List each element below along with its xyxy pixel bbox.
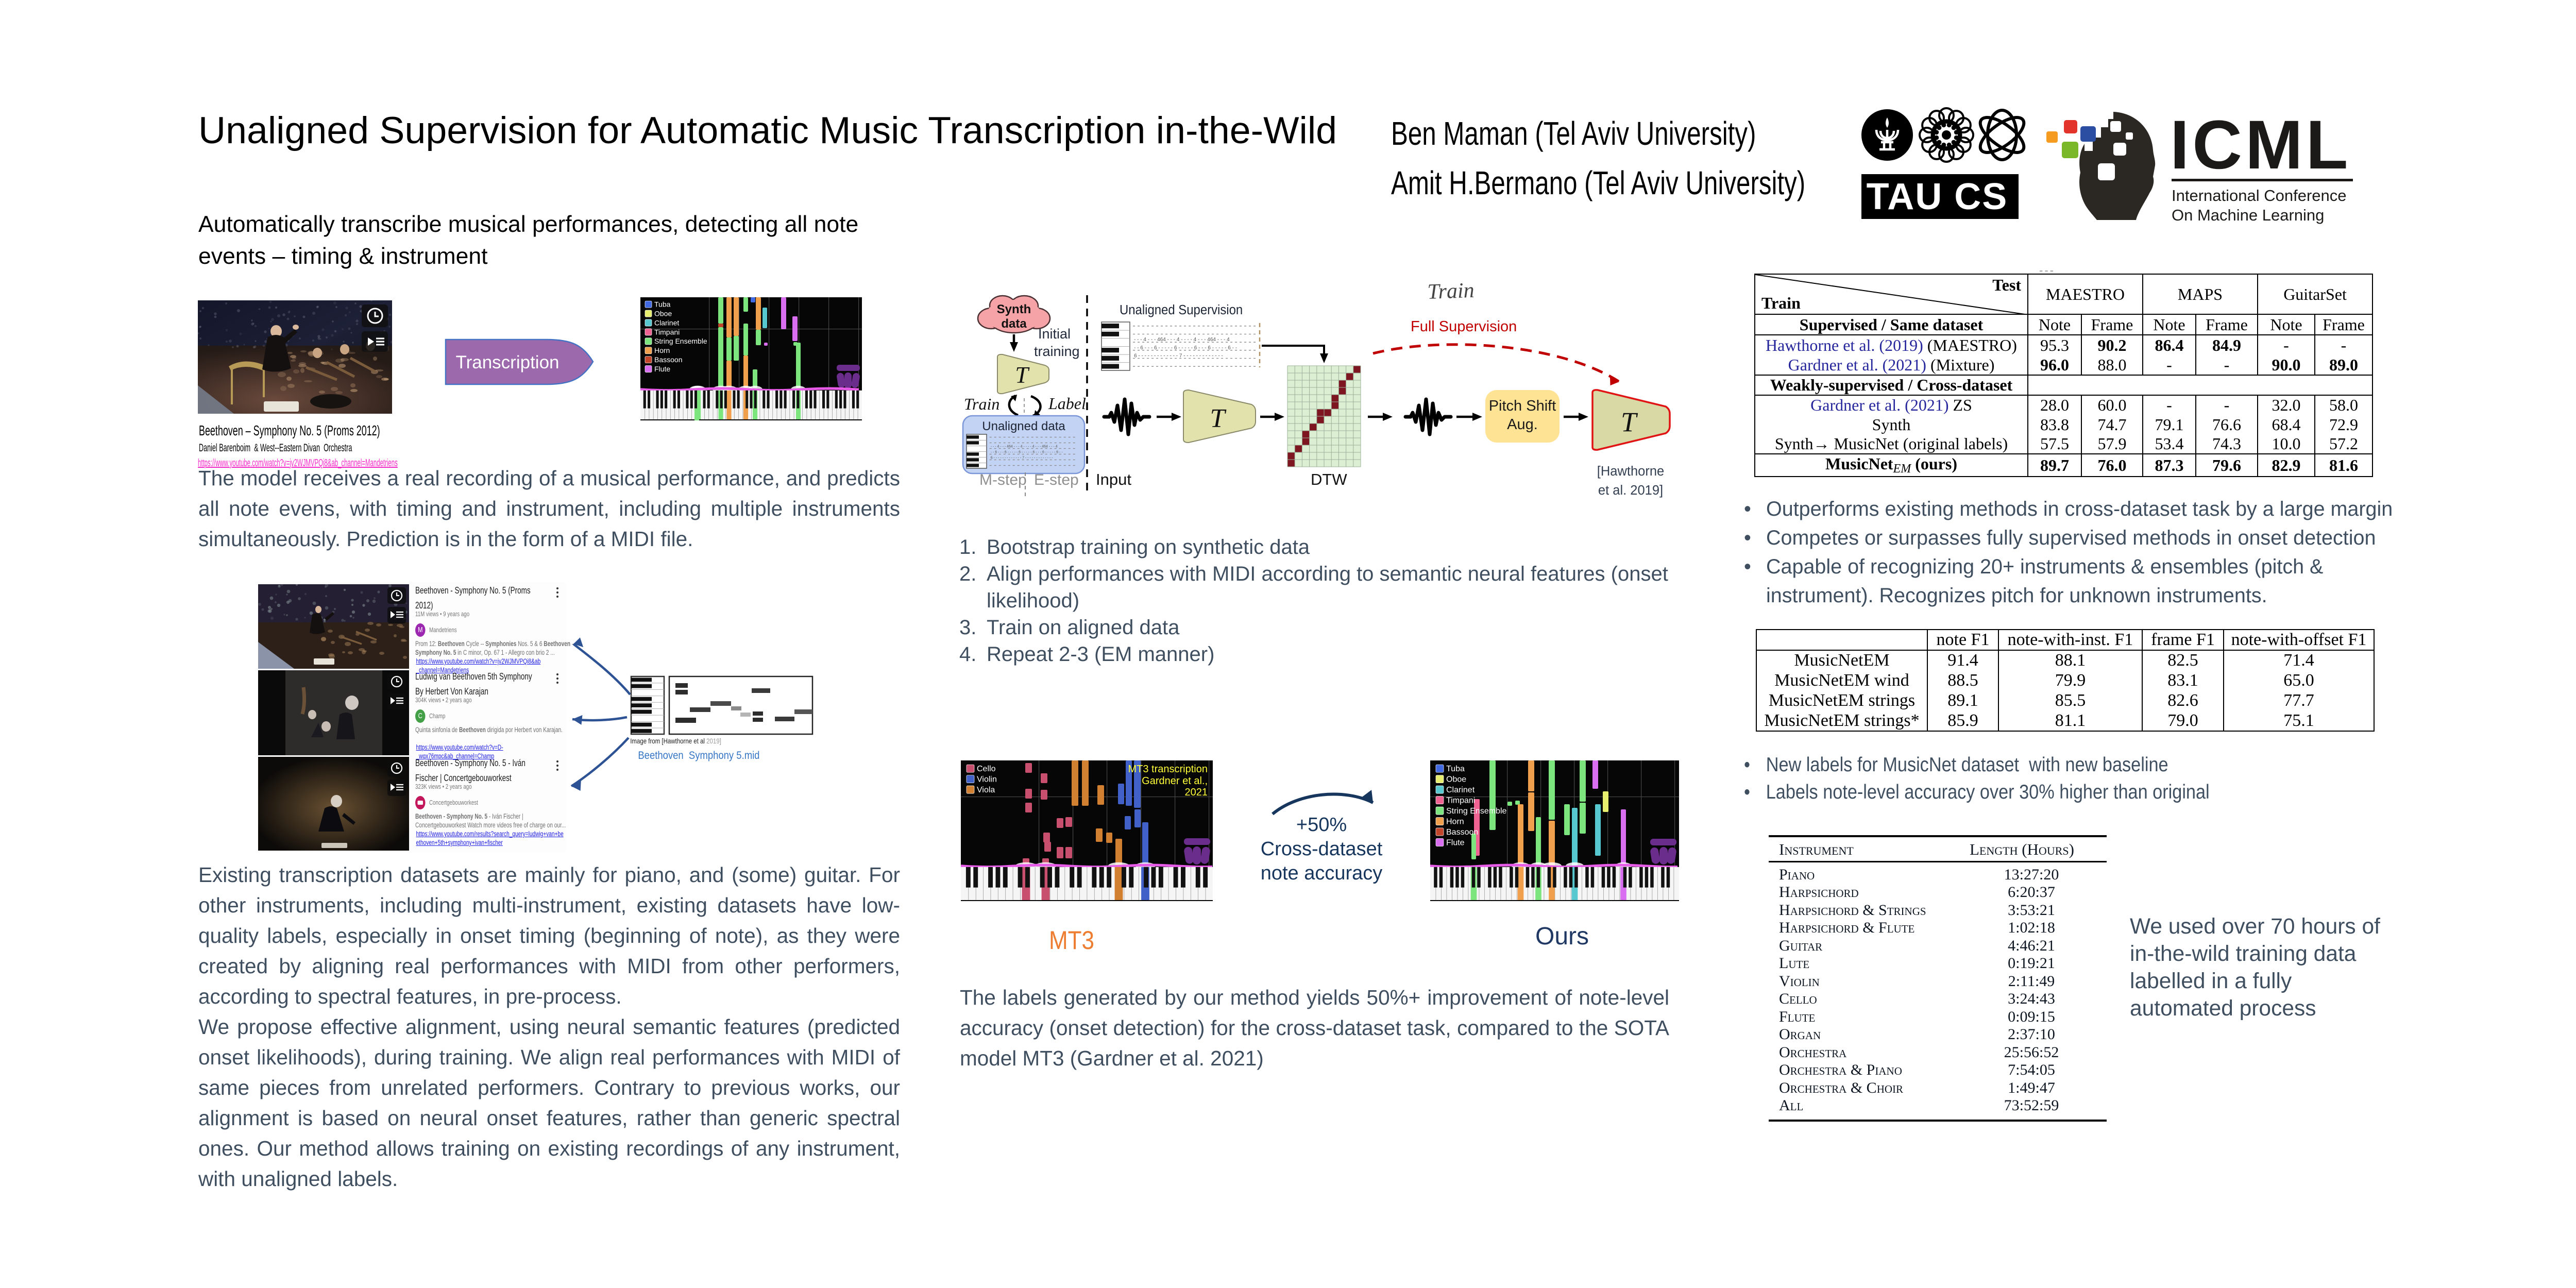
svg-text:Flute: Flute — [654, 365, 670, 373]
svg-text:Unaligned Supervision: Unaligned Supervision — [1120, 302, 1243, 317]
svg-text:et al. 2019]: et al. 2019] — [1598, 483, 1663, 498]
svg-text:Train: Train — [1427, 281, 1475, 304]
svg-text:Timpani: Timpani — [654, 328, 680, 336]
svg-text:Pitch Shift: Pitch Shift — [1489, 398, 1556, 414]
svg-text:Train: Train — [964, 395, 999, 413]
svg-text:ICML: ICML — [2170, 107, 2351, 183]
svg-text:T: T — [1621, 406, 1638, 437]
svg-text:2021: 2021 — [1185, 787, 1208, 798]
svg-text:Horn: Horn — [1446, 818, 1464, 826]
svg-text:Bassoon: Bassoon — [654, 355, 682, 364]
svg-text:training: training — [1034, 344, 1080, 359]
svg-text:Clarinet: Clarinet — [654, 318, 679, 327]
svg-text:- - 6 - - - 6 - - - - - 6 - -: - - 6 - - - 6 - - - - - 6 - - - - - 6 - … — [991, 451, 1063, 454]
svg-text:Synth: Synth — [997, 302, 1031, 316]
svg-text:E-step: E-step — [1034, 471, 1079, 488]
svg-text:Transcription: Transcription — [456, 352, 560, 372]
svg-text:Input: Input — [1096, 470, 1131, 488]
svg-text:Violin: Violin — [977, 775, 997, 784]
svg-text:Gardner et al.,: Gardner et al., — [1142, 775, 1208, 787]
svg-text:DTW: DTW — [1311, 470, 1347, 488]
svg-text:Horn: Horn — [654, 346, 670, 354]
svg-text:Full Supervision: Full Supervision — [1411, 318, 1517, 335]
svg-text:Oboe: Oboe — [1446, 775, 1466, 784]
svg-text:Aug.: Aug. — [1507, 416, 1538, 433]
svg-text:data: data — [1001, 317, 1027, 331]
svg-text:T: T — [1015, 362, 1030, 388]
svg-text:6 - - - - - - - - - - - - - 7: 6 - - - - - - - - - - - - - 7 - - - - - … — [991, 456, 1054, 460]
svg-text:Tuba: Tuba — [654, 300, 671, 309]
svg-text:6 - - - - - - - - - - - - - 7: 6 - - - - - - - - - - - - - 7 - - - - - … — [1134, 353, 1223, 359]
svg-text:Viola: Viola — [977, 786, 995, 794]
svg-text:String Ensemble: String Ensemble — [1446, 807, 1506, 816]
svg-text:Image from [Hawthorne et al 20: Image from [Hawthorne et al 2019] — [630, 737, 721, 745]
svg-text:Beethoven Symphony 5.mid: Beethoven Symphony 5.mid — [638, 750, 759, 761]
svg-text:MT3 transcription: MT3 transcription — [1128, 764, 1208, 775]
svg-text:- - - 4 - - - 464 - - - 4 - -: - - - 4 - - - 464 - - - 4 - - - - 4 - - … — [1134, 337, 1230, 343]
svg-text:Bassoon: Bassoon — [1446, 828, 1478, 837]
svg-text:- - - 4 - - - 464 - - - 4 - -: - - - 4 - - - 464 - - - 4 - - - - 4 - - … — [991, 445, 1058, 449]
svg-text:Clarinet: Clarinet — [1446, 786, 1475, 794]
svg-text:Oboe: Oboe — [654, 310, 672, 318]
svg-text:International Conference: International Conference — [2172, 187, 2347, 205]
svg-text:Unaligned data: Unaligned data — [982, 419, 1065, 433]
svg-text:- - 6 - - - 6 - - - - - 6 - -: - - 6 - - - 6 - - - - - 6 - - - - - 6 - … — [1134, 345, 1237, 351]
svg-text:On Machine Learning: On Machine Learning — [2172, 206, 2324, 224]
svg-text:[Hawthorne: [Hawthorne — [1597, 464, 1664, 479]
svg-text:TAU CS: TAU CS — [1867, 176, 2008, 217]
svg-text:T: T — [1210, 404, 1227, 433]
svg-text:Label: Label — [1048, 394, 1086, 413]
svg-text:Flute: Flute — [1446, 839, 1465, 848]
svg-text:Timpani: Timpani — [1446, 796, 1475, 805]
svg-text:Cello: Cello — [977, 765, 996, 773]
svg-text:Initial: Initial — [1038, 326, 1071, 342]
svg-text:M-step: M-step — [979, 471, 1027, 488]
svg-text:Tuba: Tuba — [1446, 765, 1465, 773]
svg-text:String Ensemble: String Ensemble — [654, 337, 707, 345]
